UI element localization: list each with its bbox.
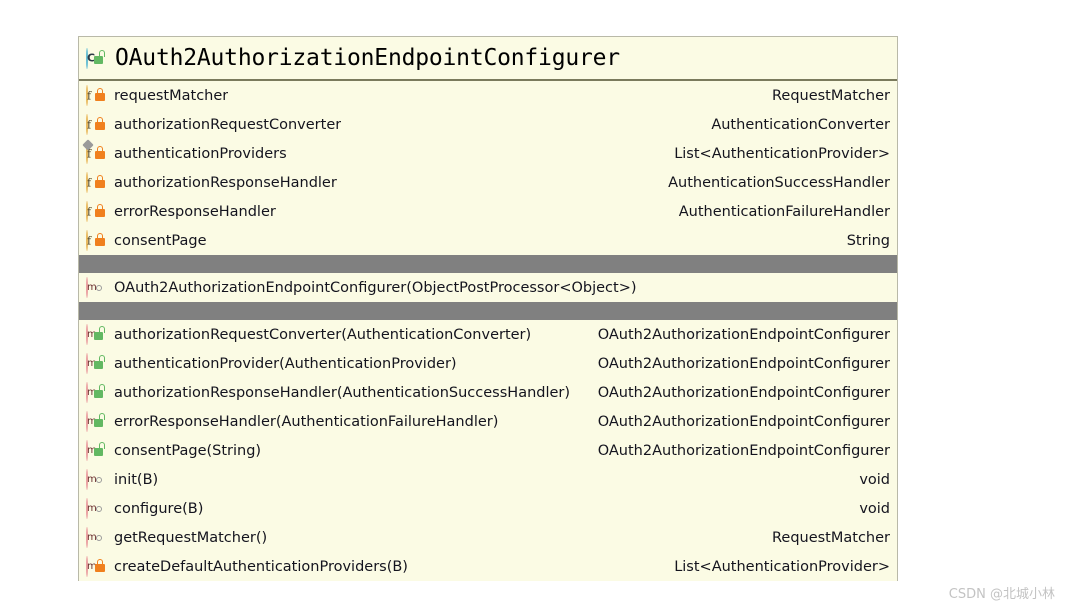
method-row[interactable]: configure(B) void	[79, 494, 897, 523]
member-name-label: init(B)	[114, 471, 159, 488]
field-icon	[86, 201, 88, 222]
member-name-label: configure(B)	[114, 500, 204, 517]
package-private-icon	[93, 279, 107, 296]
private-locked-icon	[93, 203, 107, 220]
member-type-label: AuthenticationConverter	[711, 116, 890, 133]
member-type-label: OAuth2AuthorizationEndpointConfigurer	[597, 326, 890, 343]
member-name-label: authorizationResponseHandler	[114, 174, 337, 191]
class-icon	[86, 47, 88, 69]
member-type-label: OAuth2AuthorizationEndpointConfigurer	[597, 413, 890, 430]
member-name-label: authorizationRequestConverter(Authentica…	[114, 326, 532, 343]
member-type-label: List<AuthenticationProvider>	[674, 145, 890, 162]
member-name-label: createDefaultAuthenticationProviders(B)	[114, 558, 408, 575]
member-name-label: consentPage(String)	[114, 442, 262, 459]
constructors-section: OAuth2AuthorizationEndpointConfigurer(Ob…	[79, 273, 897, 302]
method-row[interactable]: createDefaultAuthenticationProviders(B) L…	[79, 552, 897, 581]
method-icon	[86, 498, 88, 519]
member-name-label: errorResponseHandler	[114, 203, 276, 220]
private-locked-icon	[93, 558, 107, 575]
private-locked-icon	[93, 87, 107, 104]
method-icon	[86, 469, 88, 490]
method-row[interactable]: consentPage(String) OAuth2AuthorizationEn…	[79, 436, 897, 465]
member-type-label: OAuth2AuthorizationEndpointConfigurer	[597, 355, 890, 372]
method-row[interactable]: init(B) void	[79, 465, 897, 494]
method-row[interactable]: authorizationRequestConverter(Authentica…	[79, 320, 897, 349]
methods-section: authorizationRequestConverter(Authentica…	[79, 320, 897, 581]
member-type-label: OAuth2AuthorizationEndpointConfigurer	[597, 442, 890, 459]
member-name-label: consentPage	[114, 232, 207, 249]
separator-bar-constructors-methods	[79, 302, 897, 320]
method-row[interactable]: getRequestMatcher() RequestMatcher	[79, 523, 897, 552]
field-row[interactable]: authorizationResponseHandler Authenticati…	[79, 168, 897, 197]
method-row[interactable]: errorResponseHandler(AuthenticationFailu…	[79, 407, 897, 436]
method-icon	[86, 353, 88, 374]
member-name-label: errorResponseHandler(AuthenticationFailu…	[114, 413, 499, 430]
member-type-label: AuthenticationSuccessHandler	[668, 174, 890, 191]
method-icon	[86, 411, 88, 432]
class-name-label: OAuth2AuthorizationEndpointConfigurer	[115, 45, 620, 71]
private-locked-icon	[93, 145, 107, 162]
uml-class-header[interactable]: OAuth2AuthorizationEndpointConfigurer	[79, 37, 897, 81]
field-row[interactable]: consentPage String	[79, 226, 897, 255]
member-name-label: getRequestMatcher()	[114, 529, 268, 546]
method-icon	[86, 527, 88, 548]
field-icon	[82, 139, 94, 164]
package-private-icon	[93, 471, 107, 488]
member-name-label: authenticationProviders	[114, 145, 287, 162]
field-icon	[86, 114, 88, 135]
member-type-label: void	[859, 471, 890, 488]
watermark-label: CSDN @北城小林	[948, 587, 1055, 602]
member-type-label: OAuth2AuthorizationEndpointConfigurer	[597, 384, 890, 401]
method-icon	[86, 440, 88, 461]
final-modifier-icon	[82, 139, 94, 151]
public-unlocked-icon	[93, 49, 107, 67]
member-name-label: authorizationResponseHandler(Authenticat…	[114, 384, 571, 401]
package-private-icon	[93, 529, 107, 546]
member-type-label: RequestMatcher	[771, 529, 890, 546]
fields-section: requestMatcher RequestMatcher authorizatio…	[79, 81, 897, 255]
public-unlocked-icon	[93, 326, 107, 343]
public-unlocked-icon	[93, 384, 107, 401]
private-locked-icon	[93, 116, 107, 133]
public-unlocked-icon	[93, 442, 107, 459]
method-icon	[86, 556, 88, 577]
field-row[interactable]: errorResponseHandler AuthenticationFailur…	[79, 197, 897, 226]
field-icon	[86, 172, 88, 193]
private-locked-icon	[93, 174, 107, 191]
member-type-label: void	[859, 500, 890, 517]
field-row[interactable]: authenticationProviders List<Authenticati…	[79, 139, 897, 168]
method-icon	[86, 324, 88, 345]
package-private-icon	[93, 500, 107, 517]
uml-class-box[interactable]: OAuth2AuthorizationEndpointConfigurer re…	[78, 36, 898, 581]
method-icon	[86, 277, 88, 298]
member-type-label: RequestMatcher	[771, 87, 890, 104]
member-type-label: String	[846, 232, 890, 249]
member-type-label: List<AuthenticationProvider>	[674, 558, 890, 575]
field-row[interactable]: requestMatcher RequestMatcher	[79, 81, 897, 110]
member-name-label: authenticationProvider(AuthenticationPro…	[114, 355, 457, 372]
method-icon	[86, 382, 88, 403]
field-icon	[86, 230, 88, 251]
member-name-label: OAuth2AuthorizationEndpointConfigurer(Ob…	[114, 279, 637, 296]
field-icon	[86, 85, 88, 106]
field-row[interactable]: authorizationRequestConverter Authenticat…	[79, 110, 897, 139]
member-type-label: AuthenticationFailureHandler	[678, 203, 890, 220]
method-row[interactable]: authenticationProvider(AuthenticationPro…	[79, 349, 897, 378]
constructor-row[interactable]: OAuth2AuthorizationEndpointConfigurer(Ob…	[79, 273, 897, 302]
separator-bar-fields-constructors	[79, 255, 897, 273]
public-unlocked-icon	[93, 413, 107, 430]
method-row[interactable]: authorizationResponseHandler(Authenticat…	[79, 378, 897, 407]
private-locked-icon	[93, 232, 107, 249]
member-name-label: requestMatcher	[114, 87, 229, 104]
public-unlocked-icon	[93, 355, 107, 372]
member-name-label: authorizationRequestConverter	[114, 116, 342, 133]
